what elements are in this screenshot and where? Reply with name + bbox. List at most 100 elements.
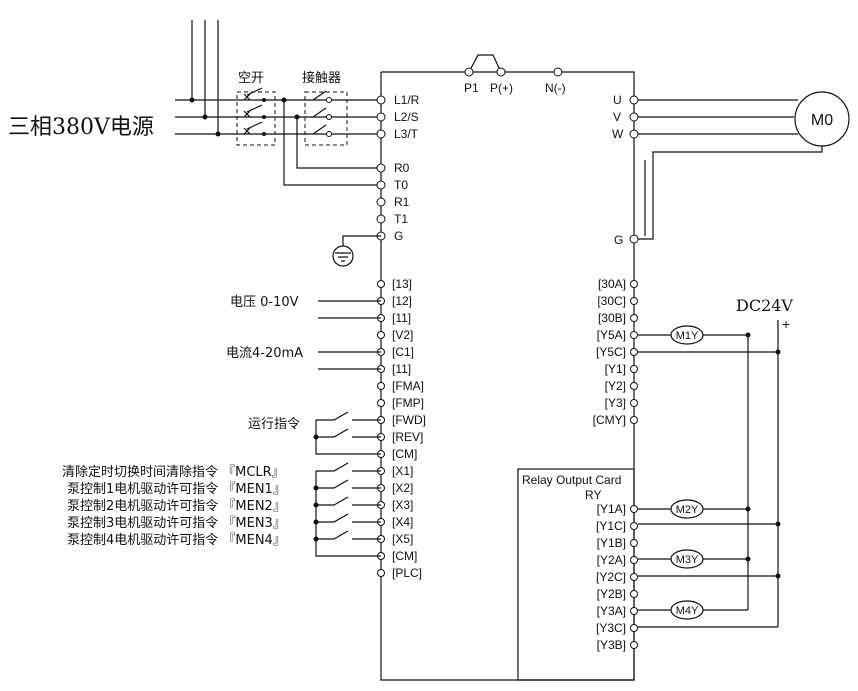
relay-3-label: [Y2A] bbox=[597, 553, 626, 567]
right-ctrl-2-label: [30B] bbox=[598, 311, 626, 325]
contactor-label: 接触器 bbox=[302, 70, 341, 86]
right-ctrl-6-terminal bbox=[630, 382, 638, 390]
input-label-men2: 泵控制2电机驱动许可指令 『MEN2』 bbox=[67, 499, 286, 514]
power-source-label: 三相380V电源 bbox=[8, 115, 154, 140]
relay-8-terminal bbox=[630, 641, 638, 649]
left-signal-terminals: [13][12][11][V2][C1][11][FMA][FMP][FWD][… bbox=[377, 277, 426, 580]
relay-5-terminal bbox=[630, 590, 638, 598]
coil-m3y-label: M3Y bbox=[676, 554, 699, 566]
left-aux-terminals: R0 T0 R1 T1 G bbox=[376, 161, 410, 243]
coil-m4y-label: M4Y bbox=[676, 605, 699, 617]
label-v: V bbox=[613, 110, 621, 124]
left-analog-4-label: [C1] bbox=[392, 345, 414, 359]
left-digital-6-label: [X4] bbox=[392, 515, 413, 529]
current-input-label: 电流4-20mA bbox=[226, 346, 303, 361]
right-ctrl-0-terminal bbox=[630, 280, 638, 288]
right-ctrl-4-label: [Y5C] bbox=[596, 345, 626, 359]
terminal-p1 bbox=[464, 67, 474, 77]
right-control-terminals: [30A][30C][30B][Y5A][Y5C][Y1][Y2][Y3][CM… bbox=[593, 277, 638, 427]
input-label-men1: 泵控制1电机驱动许可指令 『MEN1』 bbox=[67, 482, 286, 497]
relay-2-label: [Y1B] bbox=[597, 536, 626, 550]
left-digital-8-label: [CM] bbox=[392, 549, 417, 563]
output-wiring bbox=[638, 332, 781, 628]
right-ctrl-1-terminal bbox=[630, 297, 638, 305]
left-digital-1-label: [REV] bbox=[392, 430, 423, 444]
label-t1: T1 bbox=[394, 212, 408, 226]
run-command-label: 运行指令 bbox=[248, 417, 300, 432]
right-ctrl-5-terminal bbox=[630, 365, 638, 373]
left-analog-6-terminal bbox=[377, 382, 385, 390]
left-digital-9-terminal bbox=[377, 569, 385, 577]
label-t0: T0 bbox=[394, 178, 408, 192]
left-analog-2-label: [11] bbox=[392, 311, 411, 325]
output-terminals: U V W bbox=[612, 93, 798, 141]
left-digital-7-label: [X5] bbox=[392, 532, 413, 546]
left-analog-0-label: [13] bbox=[392, 277, 412, 291]
relay-4-label: [Y2C] bbox=[596, 570, 626, 584]
coil-m3y bbox=[670, 549, 704, 569]
dc-jumper bbox=[468, 54, 502, 73]
relay-1-terminal bbox=[630, 522, 638, 530]
left-analog-5-label: [11] bbox=[392, 362, 411, 376]
right-ctrl-3-label: [Y5A] bbox=[597, 328, 626, 342]
contactor: 接触器 bbox=[302, 70, 348, 146]
right-ctrl-8-terminal bbox=[630, 416, 638, 424]
right-ctrl-5-label: [Y1] bbox=[605, 362, 626, 376]
terminal-n-minus bbox=[553, 67, 563, 77]
left-analog-3-label: [V2] bbox=[392, 328, 413, 342]
dc24v-label: DC24V bbox=[736, 296, 793, 315]
right-ctrl-2-terminal bbox=[630, 314, 638, 322]
run-command-switches bbox=[313, 411, 381, 455]
relay-4-terminal bbox=[630, 573, 638, 581]
input-label-mclr: 清除定时切换时间清除指令 『MCLR』 bbox=[62, 465, 285, 480]
coil-m2y-label: M2Y bbox=[676, 504, 699, 516]
input-label-men3: 泵控制3电机驱动许可指令 『MEN3』 bbox=[67, 516, 286, 531]
right-ctrl-1-label: [30C] bbox=[597, 294, 626, 308]
right-ctrl-3-terminal bbox=[630, 331, 638, 339]
relay-card-subtitle: RY bbox=[585, 488, 601, 502]
right-ctrl-8-label: [CMY] bbox=[593, 413, 626, 427]
relay-7-terminal bbox=[630, 624, 638, 632]
left-analog-1-label: [12] bbox=[392, 294, 412, 308]
left-digital-5-label: [X3] bbox=[392, 498, 413, 512]
relay-card-title: Relay Output Card bbox=[522, 473, 621, 487]
left-analog-6-label: [FMA] bbox=[392, 379, 424, 393]
label-l1: L1/R bbox=[394, 93, 420, 107]
relay-8-label: [Y3B] bbox=[597, 638, 626, 652]
left-power-terminals: L1/R L2/S L3/T bbox=[376, 93, 420, 141]
label-n-minus: N(-) bbox=[545, 81, 566, 95]
ground-icon bbox=[332, 235, 381, 267]
relay-3-terminal bbox=[630, 556, 638, 564]
relay-2-terminal bbox=[630, 539, 638, 547]
motor-ground-wiring: G bbox=[614, 146, 823, 247]
coil-m1y bbox=[670, 325, 704, 345]
relay-5-label: [Y2B] bbox=[597, 587, 626, 601]
left-digital-2-label: [CM] bbox=[392, 447, 417, 461]
label-g-right: G bbox=[614, 233, 623, 247]
right-ctrl-7-terminal bbox=[630, 399, 638, 407]
label-l2: L2/S bbox=[394, 110, 419, 124]
relay-6-label: [Y3A] bbox=[597, 604, 626, 618]
top-terminals: P1 P(+) N(-) bbox=[464, 67, 566, 95]
aux-power-wiring bbox=[281, 97, 381, 186]
right-ctrl-4-terminal bbox=[630, 348, 638, 356]
breaker: 空开 bbox=[236, 71, 276, 146]
relay-6-terminal bbox=[630, 607, 638, 615]
label-r0: R0 bbox=[394, 161, 410, 175]
left-analog-0-terminal bbox=[377, 280, 385, 288]
label-w: W bbox=[612, 127, 624, 141]
label-p-plus: P(+) bbox=[490, 81, 513, 95]
coils: M1Y M2Y M3Y M4Y bbox=[670, 325, 704, 620]
supply-lines bbox=[175, 20, 381, 137]
motor-label: M0 bbox=[811, 112, 833, 129]
relay-output-card: Relay Output Card RY bbox=[517, 468, 635, 681]
left-digital-3-label: [X1] bbox=[392, 464, 413, 478]
left-digital-0-label: [FWD] bbox=[392, 413, 426, 427]
left-digital-9-label: [PLC] bbox=[392, 566, 422, 580]
right-ctrl-6-label: [Y2] bbox=[605, 379, 626, 393]
coil-m2y bbox=[670, 499, 704, 519]
terminal-p-plus bbox=[496, 67, 506, 77]
relay-7-label: [Y3C] bbox=[596, 621, 626, 635]
coil-m1y-label: M1Y bbox=[676, 330, 699, 342]
